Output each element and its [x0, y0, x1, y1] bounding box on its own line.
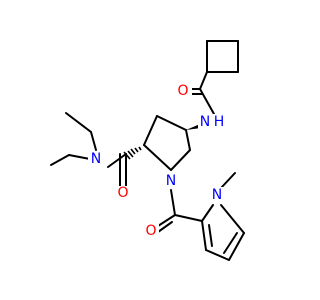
- bond: [205, 249, 230, 261]
- atom-label-o-bottom: O: [143, 223, 159, 239]
- molecule-structure: O N H N O N O N: [50, 40, 245, 261]
- atom-label-o-carboxamide: O: [116, 185, 132, 202]
- bond: [199, 88, 215, 115]
- bond: [220, 204, 245, 234]
- pyrrolidine-ring: [143, 115, 191, 171]
- nitrogen-label: N: [91, 151, 101, 167]
- atom-label-n-ring: N: [163, 173, 179, 189]
- atom-label-nh-top: N H: [198, 114, 230, 130]
- bond: [185, 129, 191, 151]
- bond: [199, 71, 208, 90]
- atom-label-n-diethyl: N: [88, 151, 104, 167]
- cyclobutane-ring: [206, 40, 239, 73]
- double-bond: [157, 221, 173, 233]
- bond: [170, 189, 176, 216]
- oxygen-label: O: [145, 223, 156, 239]
- bond: [220, 172, 236, 189]
- bond: [174, 214, 203, 222]
- bond: [65, 112, 92, 133]
- nitrogen-label: N: [166, 173, 176, 189]
- bond: [68, 154, 91, 160]
- bond: [90, 131, 97, 151]
- double-bond: [223, 232, 238, 254]
- pyrrole-ring: [201, 204, 245, 261]
- double-bond: [208, 224, 213, 247]
- double-bond: [228, 232, 245, 261]
- bond: [170, 149, 191, 171]
- double-bond: [201, 220, 207, 251]
- oxygen-label: O: [117, 185, 128, 201]
- bond: [156, 115, 187, 131]
- bond: [107, 153, 127, 168]
- nitrogen-label: N: [212, 187, 222, 203]
- hydrogen-label: H: [214, 114, 225, 130]
- atom-label-n-pyrrole: N: [209, 187, 225, 203]
- double-bond: [157, 214, 176, 227]
- wedge-bond: [186, 124, 201, 130]
- oxygen-label: O: [177, 83, 188, 99]
- bond: [201, 204, 214, 222]
- bond: [143, 144, 172, 171]
- nitrogen-label: N: [200, 114, 210, 130]
- atom-label-o-cbu: O: [176, 83, 192, 99]
- bond: [143, 115, 158, 146]
- bond: [50, 154, 70, 166]
